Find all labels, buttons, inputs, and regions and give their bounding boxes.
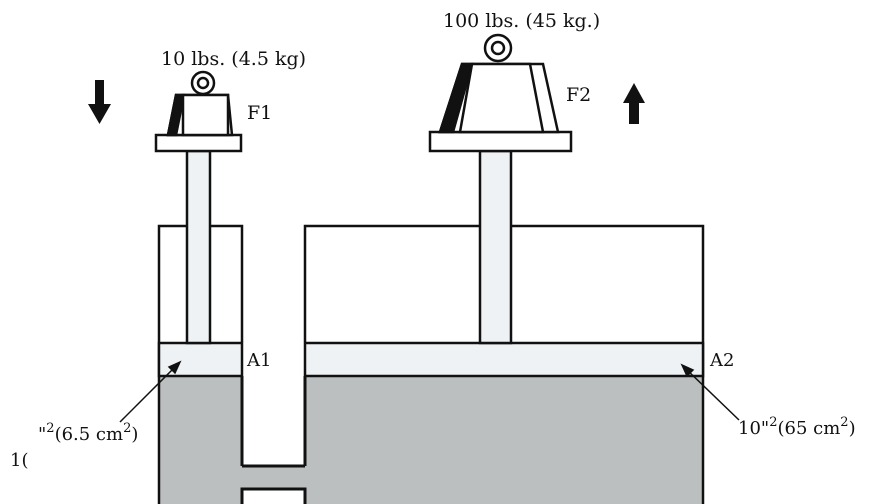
area-pointer-arrows — [119, 360, 740, 423]
large-platform — [428, 130, 573, 153]
large-weight-icon — [438, 33, 560, 134]
area-large-size-label: 10"2(65 cm2) — [738, 415, 856, 439]
up-arrow-icon — [623, 83, 645, 124]
large-piston — [303, 341, 705, 378]
area-a2-label: A2 — [710, 350, 735, 371]
large-piston-rod — [478, 149, 513, 345]
force-f1-label: F1 — [247, 102, 273, 124]
area-small-size-label: "2(6.5 cm2) — [38, 421, 139, 445]
area-small-cut-label: 1( — [10, 450, 29, 471]
small-piston-rod — [185, 149, 212, 345]
connecting-pipe — [240, 376, 307, 504]
down-arrow-icon — [88, 80, 111, 124]
small-weight-label: 10 lbs. (4.5 kg) — [161, 48, 307, 70]
small-weight-icon — [166, 70, 234, 137]
hydraulic-fluid — [159, 376, 703, 504]
large-weight-label: 100 lbs. (45 kg.) — [443, 10, 601, 32]
area-a1-label: A1 — [247, 350, 272, 371]
force-f2-label: F2 — [566, 84, 592, 106]
small-platform — [154, 133, 243, 153]
